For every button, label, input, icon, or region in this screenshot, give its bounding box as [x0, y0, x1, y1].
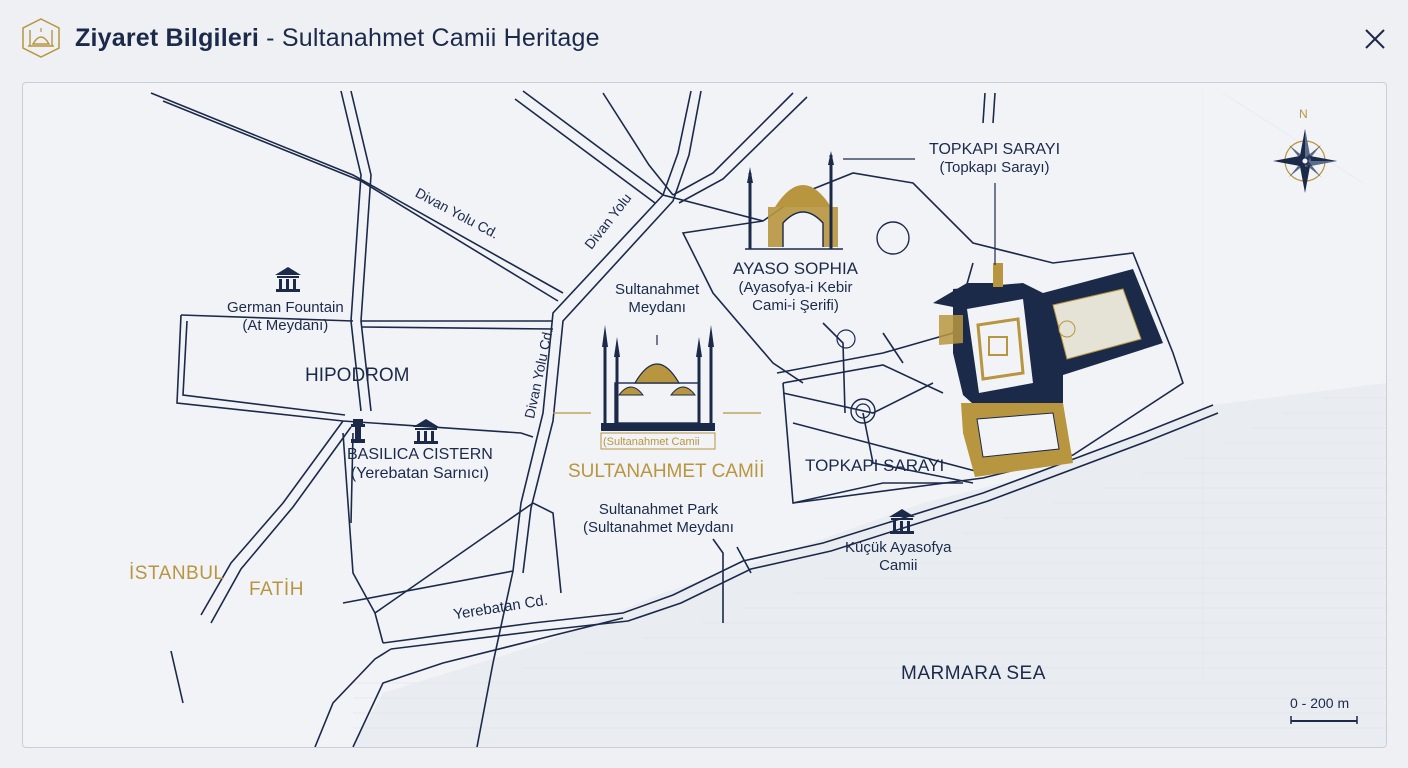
label-leader-lines: [843, 158, 996, 265]
label-sultanahmet-meydani: Sultanahmet Meydanı: [615, 281, 699, 317]
label-topkapi-top-line2: (Topkapı Sarayı): [939, 159, 1050, 177]
ayasofya-mosque-icon: [745, 151, 843, 250]
map-panel[interactable]: Divan Yolu Cd. Divan Yolu Divan Yolu Cd.…: [22, 82, 1387, 748]
label-hipodrom: HIPODROM: [305, 365, 410, 386]
roundabout-north: [876, 221, 910, 255]
label-park-line1: Sultanahmet Park: [598, 501, 719, 518]
topkapi-palace-plan: [933, 263, 1163, 477]
museum-icon: [413, 419, 439, 444]
title-separator: -: [259, 24, 282, 52]
close-icon[interactable]: [1360, 24, 1390, 54]
label-sultanahmet-camii: SULTANAHMET CAMİİ: [568, 461, 765, 482]
title-bold: Ziyaret Bilgileri: [75, 24, 260, 52]
label-topkapi-top: TOPKAPI SARAYI (Topkapı Sarayı): [929, 140, 1060, 177]
scale-label: 0 - 200 m: [1290, 695, 1350, 711]
label-meydan-line1: Sultanahmet: [615, 281, 700, 298]
label-topkapi-mid: TOPKAPI SARAYI: [805, 456, 945, 475]
road-network: [150, 90, 1219, 747]
label-german-line1: German Fountain: [227, 299, 344, 316]
label-topkapi-top-line1: TOPKAPI SARAYI: [929, 141, 1061, 158]
label-ayasofya-line1: AYASO SOPHIA: [733, 259, 859, 278]
label-istanbul: İSTANBUL: [129, 563, 225, 584]
title-rest: Sultanahmet Camii Heritage: [281, 24, 600, 52]
label-german-line2: (At Meydanı): [242, 317, 329, 334]
museum-icon: [275, 267, 301, 292]
roundabout-center: [850, 398, 876, 424]
map-canvas[interactable]: [23, 83, 1386, 747]
label-mosque-caption: (Sultanahmet Camii: [603, 436, 700, 448]
sea-area: [353, 92, 1386, 747]
label-park-line2: (Sultanahmet Meydanı: [583, 519, 734, 536]
label-ayasofya: AYASO SOPHIA (Ayasofya-i Kebir Cami-i Şe…: [733, 259, 858, 315]
label-ayasofya-line3: Cami-i Şerifi): [752, 297, 839, 315]
label-kucuk-ayasofya: Küçük Ayasofya Camii: [845, 539, 951, 575]
header-bar: Ziyaret Bilgileri - Sultanahmet Camii He…: [0, 0, 1408, 80]
label-kucuk-line2: Camii: [879, 557, 918, 574]
label-meydan-line2: Meydanı: [628, 299, 686, 316]
label-basilica-line2: (Yerebatan Sarnıcı): [350, 465, 489, 483]
page-title: Ziyaret Bilgileri - Sultanahmet Camii He…: [75, 24, 600, 53]
label-basilica-cistern: BASILICA CISTERN (Yerebatan Sarnıcı): [347, 445, 493, 483]
label-ayasofya-line2: (Ayasofya-i Kebir: [738, 279, 853, 297]
label-sultanahmet-park: Sultanahmet Park (Sultanahmet Meydanı: [583, 501, 734, 537]
label-fatih: FATİH: [249, 579, 304, 600]
compass-north-label: N: [1299, 107, 1308, 121]
compass-icon: [1273, 129, 1337, 193]
label-marmara-sea: MARMARA SEA: [901, 663, 1046, 684]
museum-icon: [889, 509, 915, 534]
label-german-fountain: German Fountain (At Meydanı): [227, 299, 344, 335]
scale-bar: [1290, 716, 1358, 724]
mosque-logo-icon: [22, 18, 60, 58]
label-basilica-line1: BASILICA CISTERN: [347, 446, 493, 463]
fountain-icon: [351, 419, 365, 443]
label-kucuk-line1: Küçük Ayasofya: [845, 539, 952, 556]
sultanahmet-mosque-icon: [553, 325, 761, 450]
